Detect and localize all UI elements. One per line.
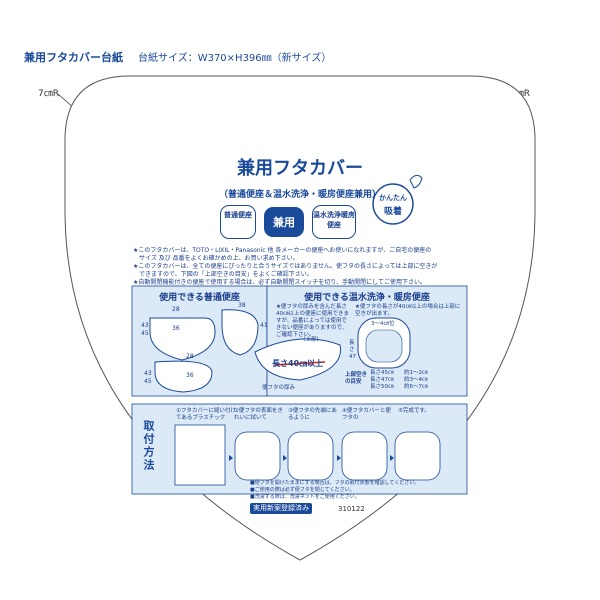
section-warm-seats: 使用できる温水洗浄・暖房便座 (304, 293, 430, 303)
card-subtitle: （普通便座＆温水洗浄・暖房便座兼用） (218, 190, 381, 200)
footer-note-3: ■洗濯する際は、洗濯ネットをご使用ください。 (250, 494, 360, 500)
step-arrow-3 (337, 455, 341, 461)
gap-amount-label: 3〜4㎝位 (371, 321, 395, 327)
warm-top-label: （上部） (300, 337, 323, 343)
section-regular-seats: 使用できる普通便座 (159, 293, 240, 303)
note-line-3: ★このフタカバーは、全ての便座にぴったりと合うサイズではありません。使フタの長さ… (133, 263, 438, 270)
lid-shape-regular-1 (149, 317, 216, 361)
step-1-illustration (174, 424, 226, 486)
install-step-1: ①フタカバーに縫い付けてあるプラスチック (176, 408, 236, 421)
length-arrow (274, 361, 326, 366)
install-title: 取付方法 (142, 420, 155, 472)
lid-shape-regular-3 (154, 360, 213, 393)
gap-row-2-length: 長さ47㎝ (370, 377, 394, 383)
dim-b-41: 41 (260, 322, 268, 329)
step-4-illustration (341, 431, 388, 481)
product-type-label: 兼用フタカバー台紙 (24, 51, 123, 64)
hand-icon (409, 174, 423, 189)
gap-note: ★便フタの長さが40㎝以上の場合は上部に空きが出ます。 (355, 304, 461, 317)
footer-note-2: ■ご使用の際は必ず便フタを閉じてください。 (250, 487, 355, 493)
note-line-2: サイズ 及び 品番をよくお確かめの上、お買い求め下さい。 (139, 255, 299, 262)
patent-label: 実用新案登録済み (250, 503, 312, 514)
note-line-1: ★このフタカバーは、TOTO・LIXIL・Panasonic 他 各メーカーの便… (133, 247, 432, 254)
product-code: 310122 (338, 505, 365, 513)
warm-seat-note: ★便フタの厚みを含んだ長さ40㎝以上の便座に使用できますが、品番によっては使用で… (276, 304, 349, 338)
pill-dual-use: 兼用 (264, 207, 304, 237)
card-title: 兼用フタカバー (237, 158, 363, 179)
warm-length-label: 長さ40㎝以上 (272, 359, 324, 368)
corner-radius-left: 7㎝R (38, 89, 59, 99)
pill-warm-seat: 温水洗浄暖房便座 (312, 205, 356, 239)
step-5-illustration (394, 431, 441, 481)
step-arrow-1 (229, 455, 233, 461)
badge-circle (372, 183, 414, 225)
dim-a-28: 28 (172, 306, 180, 313)
dim-c-36: 36 (186, 372, 194, 379)
badge-line-2: 吸着 (383, 207, 402, 217)
gap-row-1-gap: 約1〜2㎝ (404, 370, 428, 376)
install-step-4: ④便フタカバーと便フタの (342, 408, 391, 421)
dim-c-28: 28 (186, 353, 194, 360)
dim-c-45: 45 (144, 378, 152, 385)
gap-row-3-gap: 約6〜7㎝ (404, 384, 428, 390)
dim-a-43: 43 (141, 322, 149, 329)
note-line-4: できますので、下図の「上部空きの目安」をよくご確認下さい。 (139, 271, 313, 278)
warm-seat-illustration (254, 338, 341, 381)
dim-b-38: 38 (238, 302, 246, 309)
badge-line-1: かんたん (379, 194, 407, 202)
step-2-illustration (234, 431, 281, 481)
pill-regular-seat: 普通便座 (220, 205, 256, 239)
gap-row-3-length: 長さ50㎝ (370, 384, 394, 390)
board-size-label: 台紙サイズ：W370×H396㎜（新サイズ） (138, 53, 332, 64)
step-3-illustration (287, 431, 334, 481)
gap-row-1-length: 長さ45㎝ (370, 370, 394, 376)
gap-lid-inner (365, 329, 403, 363)
lid-shape-regular-2 (221, 309, 259, 356)
gap-length-label: 長さ47 (349, 340, 356, 360)
warm-thickness-label: 便フタの厚み (262, 385, 296, 391)
dim-a-45: 45 (141, 330, 149, 337)
footer-note-1: ■便フタを開けたままにする場合は、フタの取付状態を確認してください。 (250, 480, 420, 486)
step-arrow-4 (390, 455, 394, 461)
gap-guide-title: 上部空きの目安 (345, 372, 368, 385)
dim-a-36: 36 (172, 325, 180, 332)
note-line-5: ★自動開閉機能付きの便座で使用する場合は、必ず自動開閉スイッチを切り、手動開閉に… (133, 279, 426, 286)
install-step-5: ⑤完成です。 (398, 408, 430, 414)
step-arrow-2 (283, 455, 287, 461)
gap-row-2-gap: 約3〜4㎝ (404, 377, 428, 383)
install-step-3: ③便フタの先端にあるように (288, 408, 337, 421)
install-step-2: ②便フタの表面をきれいに拭いて (234, 408, 283, 421)
dim-c-43: 43 (144, 370, 152, 377)
